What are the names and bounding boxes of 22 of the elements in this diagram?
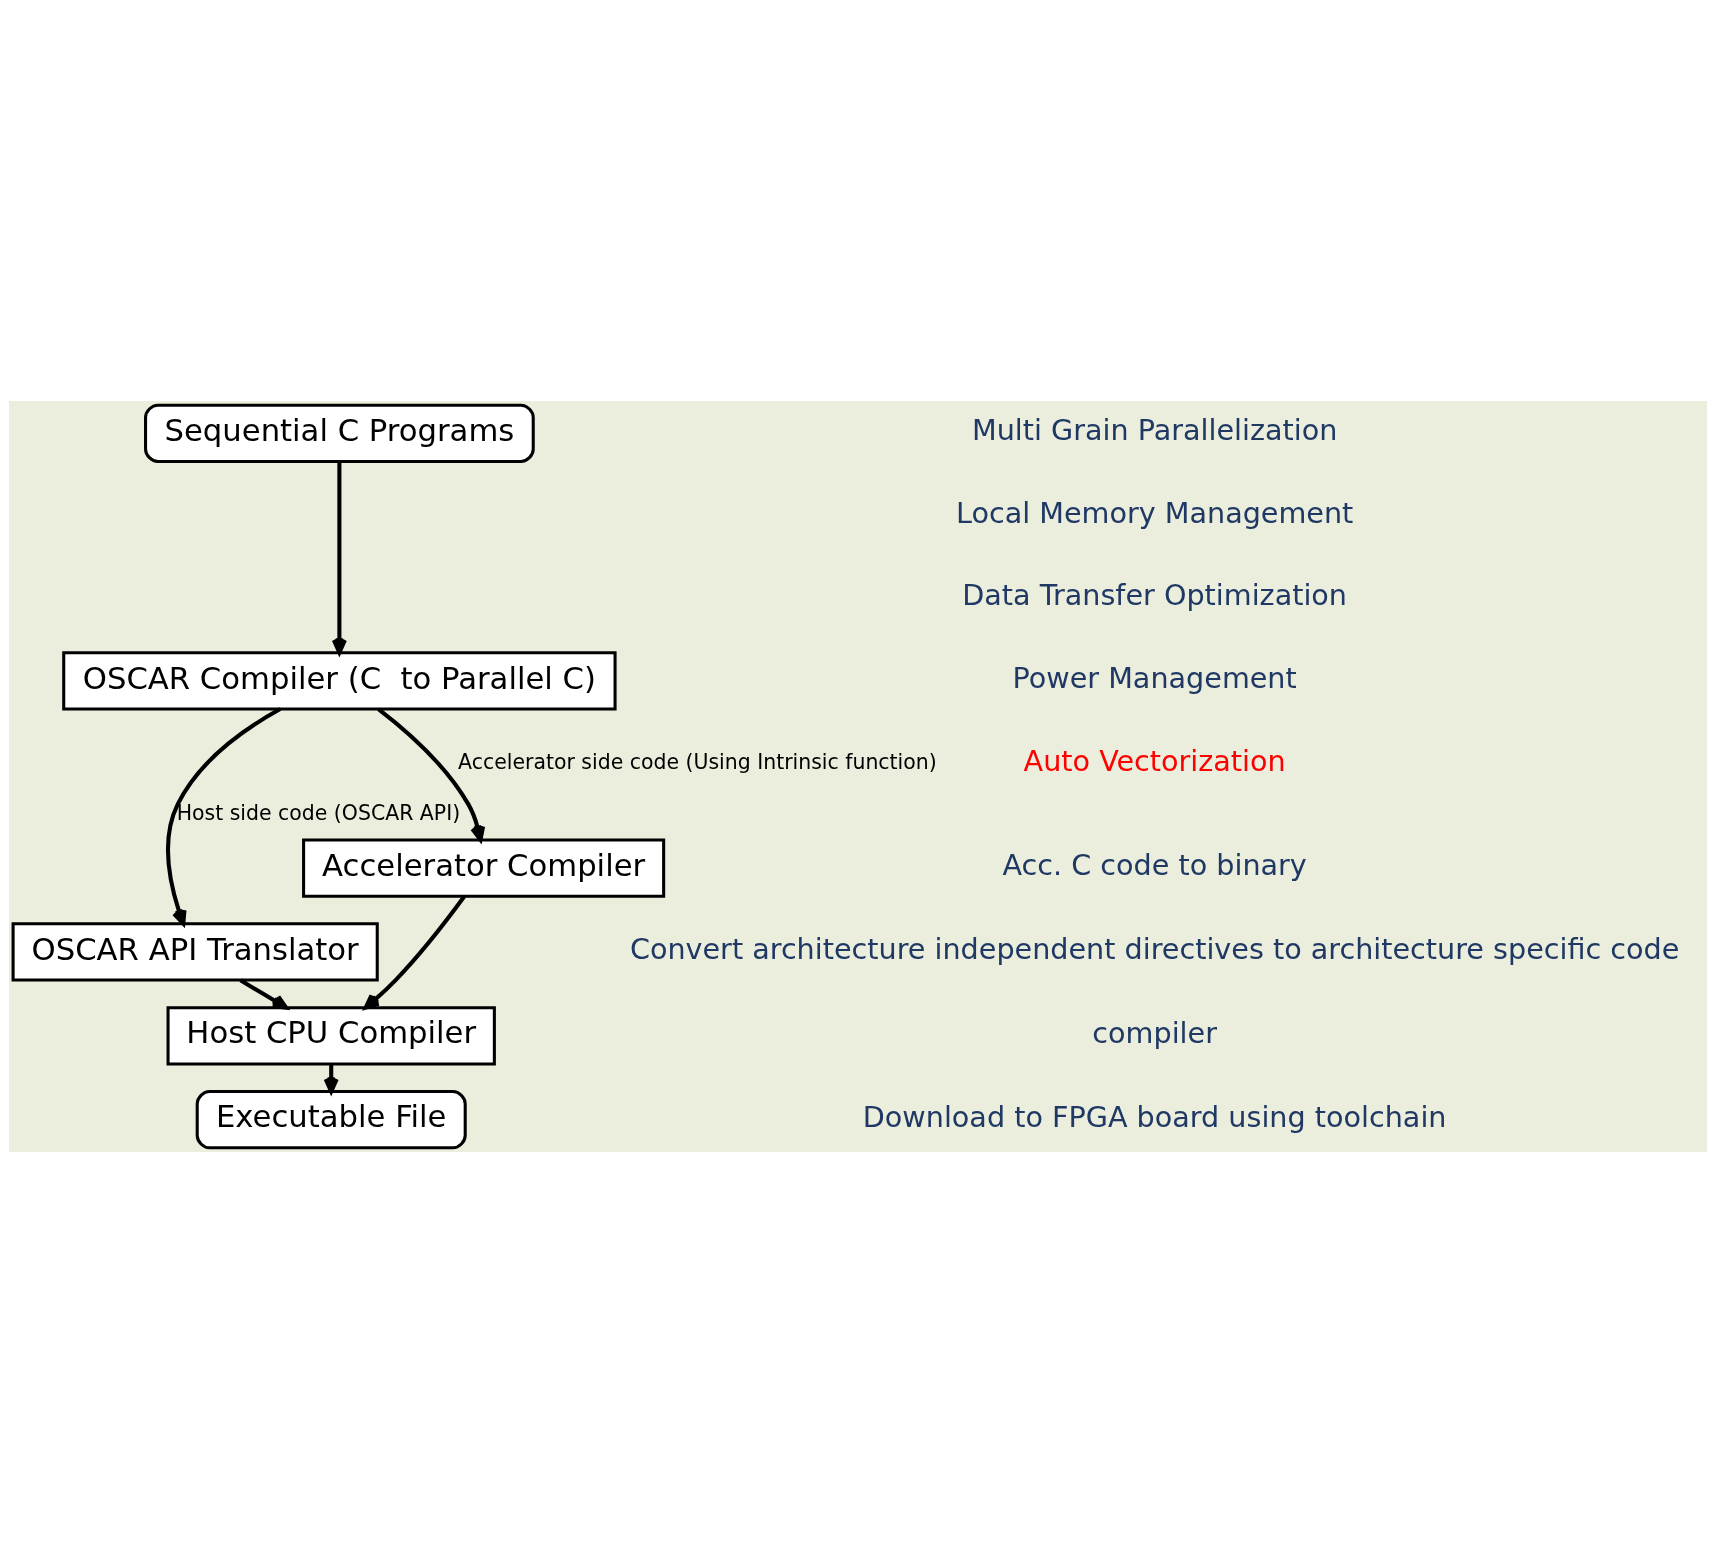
arrow xyxy=(238,977,288,1010)
label: Multi Grain Parallelization xyxy=(971,412,1337,447)
node-box: Accelerator Compiler xyxy=(301,837,665,898)
arrow xyxy=(363,894,466,1010)
label: compiler xyxy=(1091,1015,1217,1050)
node-box: Sequential C Programs xyxy=(143,403,535,463)
label: Local Memory Management xyxy=(955,495,1353,530)
label: Convert architecture independent directives to architecture specific code xyxy=(629,931,1679,966)
label: Data Transfer Optimization xyxy=(961,577,1347,612)
arrow xyxy=(376,706,485,842)
label: Download to FPGA board using toolchain xyxy=(862,1099,1446,1134)
node-box: OSCAR Compiler (C to Parallel C) xyxy=(61,650,617,711)
arrow xyxy=(165,706,281,926)
node-box: OSCAR API Translator xyxy=(11,921,379,982)
edge-label: Host side code (OSCAR API) xyxy=(176,800,460,825)
label: Auto Vectorization xyxy=(1023,743,1286,778)
edge-label: Accelerator side code (Using Intrinsic function) xyxy=(457,749,937,774)
node-box: Executable File xyxy=(195,1089,467,1149)
node-box: Host CPU Compiler xyxy=(166,1005,496,1065)
label: Power Management xyxy=(1012,660,1297,695)
label: Acc. C code to binary xyxy=(1001,847,1307,882)
arrow xyxy=(331,461,347,655)
